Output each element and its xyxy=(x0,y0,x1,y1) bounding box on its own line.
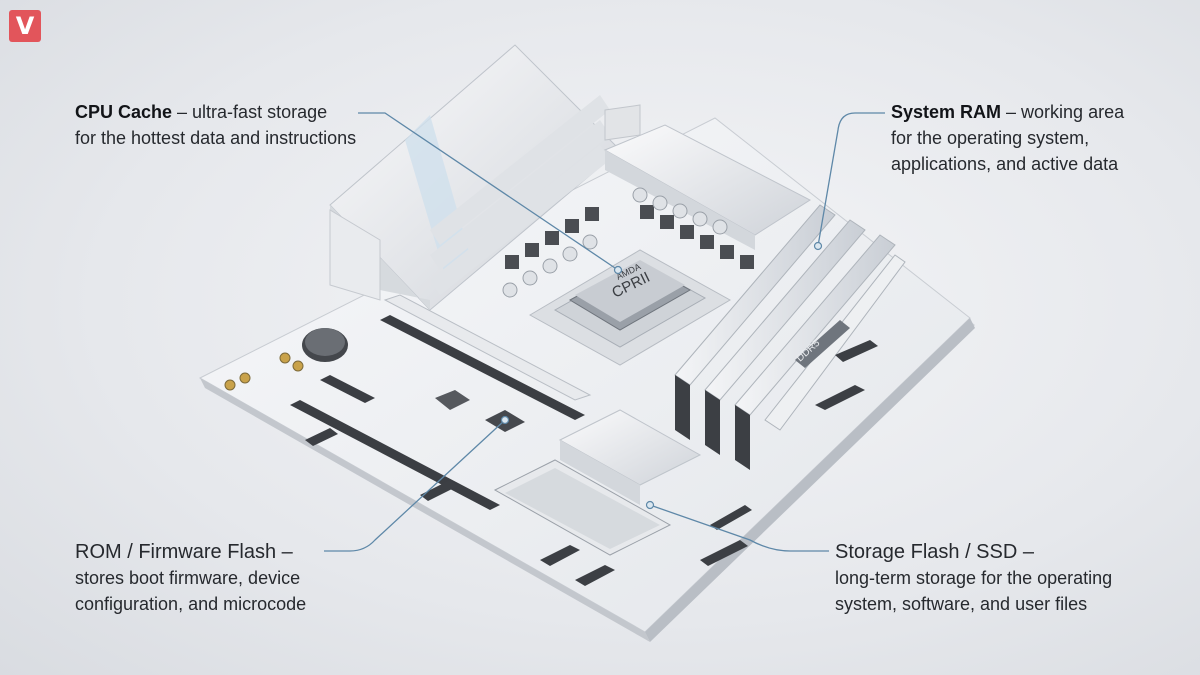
storage-ssd-callout: Storage Flash / SSD – long-term storage … xyxy=(835,539,1175,617)
rom-flash-desc-1: stores boot firmware, device xyxy=(75,568,301,588)
vrm-heatsink-left xyxy=(329,44,621,311)
cpu-cache-callout: CPU Cache – ultra-fast storage for the h… xyxy=(75,99,395,151)
storage-ssd-desc-1: long-term storage for the operating xyxy=(835,568,1113,588)
cpu-cache-title: CPU Cache xyxy=(75,102,173,122)
system-ram-leader xyxy=(817,112,885,247)
cmos-battery xyxy=(302,328,348,362)
system-ram-desc-2: for the operating system, xyxy=(891,128,1090,148)
ram-modules xyxy=(674,204,906,470)
cpu-cache-desc-2: for the hottest data and instructions xyxy=(75,128,357,148)
leader-dots xyxy=(500,241,823,510)
logo-glyph: V xyxy=(15,12,35,40)
storage-ssd-title: Storage Flash / SSD – xyxy=(835,541,1034,563)
cpu-socket xyxy=(528,249,732,366)
system-ram-title: System RAM xyxy=(891,102,1002,122)
system-ram-callout: System RAM – working area for the operat… xyxy=(891,99,1191,177)
m2-ssd xyxy=(493,459,672,556)
vrm-capacitors xyxy=(502,187,728,298)
vrm-chokes xyxy=(505,205,754,269)
rom-flash-desc-2: configuration, and microcode xyxy=(75,594,307,614)
cpu-cache-leader xyxy=(358,112,619,271)
storage-ssd-desc-2: system, software, and user files xyxy=(835,594,1088,614)
system-ram-desc-3: applications, and active data xyxy=(891,154,1119,174)
cpu-cache-desc-1: – ultra-fast storage xyxy=(172,102,328,122)
leader-lines xyxy=(324,112,885,552)
connectors xyxy=(305,340,878,586)
system-ram-desc-1: – working area xyxy=(1001,102,1125,122)
rom-flash-callout: ROM / Firmware Flash – stores boot firmw… xyxy=(75,539,375,617)
rom-flash-title: ROM / Firmware Flash – xyxy=(75,541,293,563)
rom-flash-leader xyxy=(324,419,506,552)
chipset-heatsink xyxy=(558,409,702,505)
brand-logo: V xyxy=(9,10,41,42)
ssd-leader xyxy=(649,504,829,552)
small-capacitors xyxy=(224,352,304,391)
